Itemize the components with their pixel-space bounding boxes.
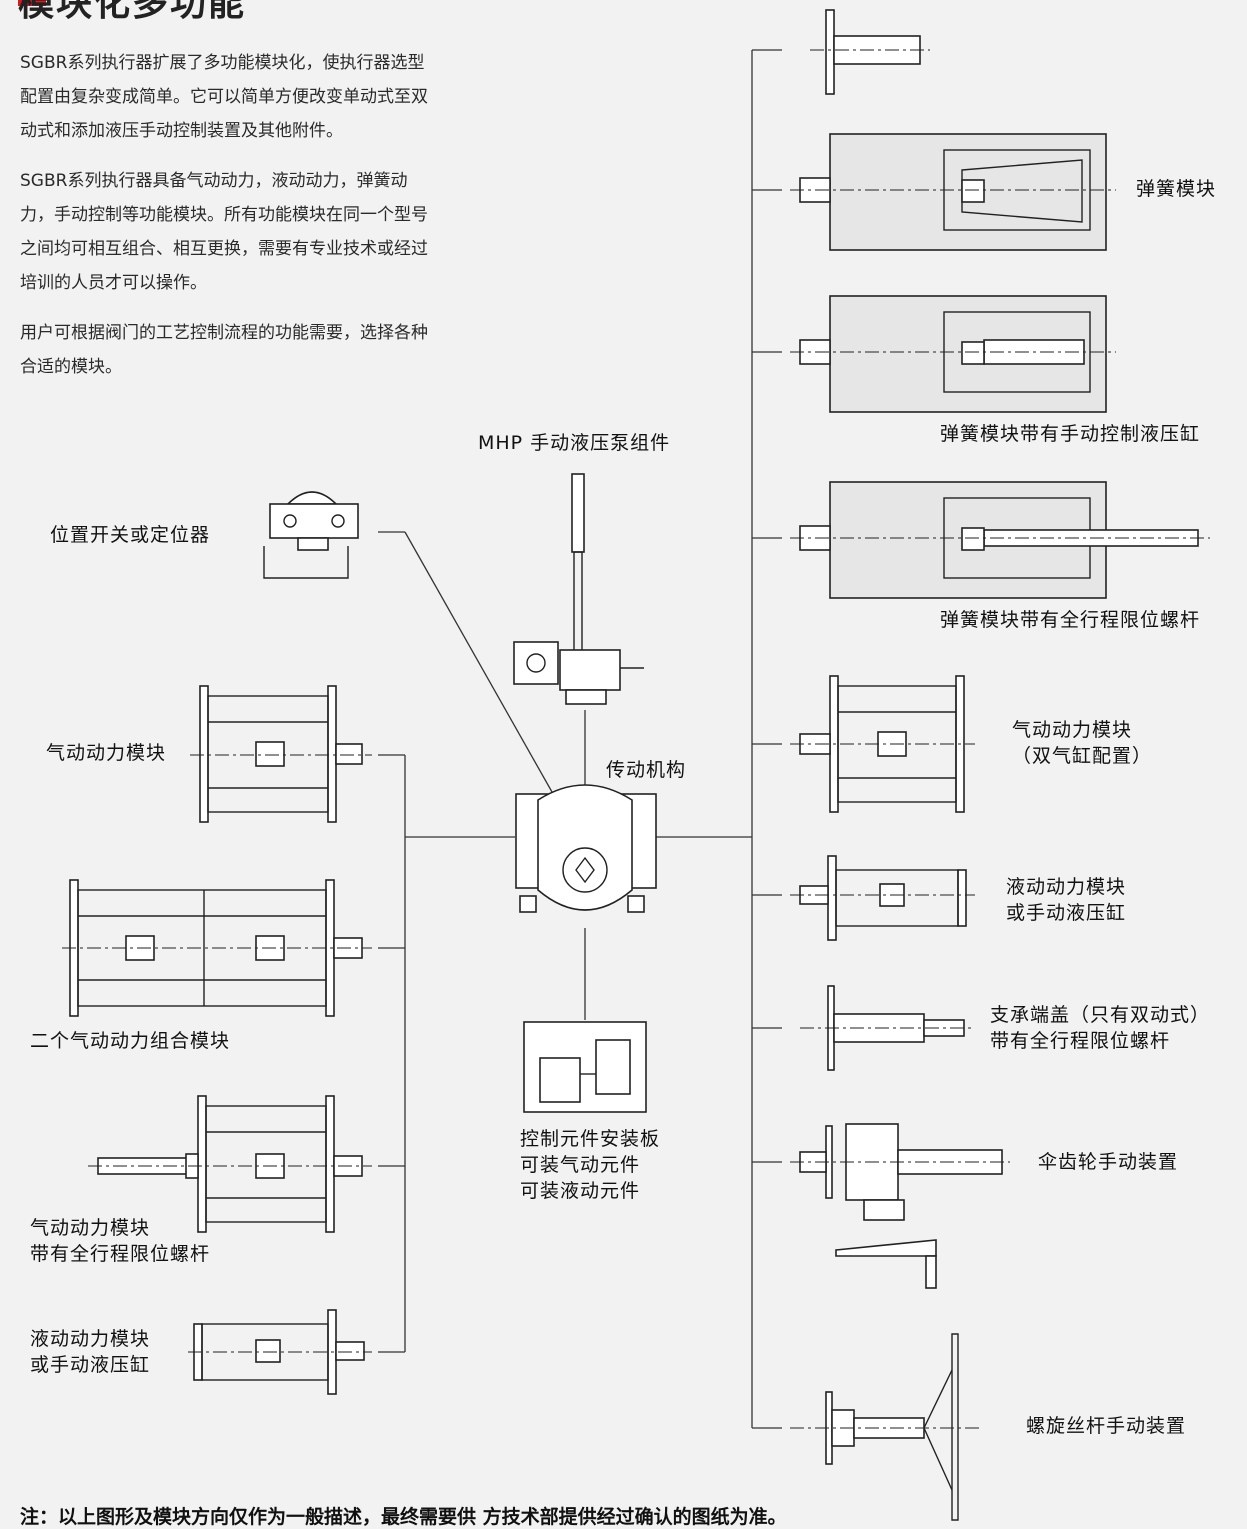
shaft-drawing bbox=[810, 9, 930, 95]
spring-module-drawing bbox=[790, 133, 1116, 251]
page-title: 模块化多功能 bbox=[18, 0, 247, 24]
title-accent-bar bbox=[18, 0, 46, 6]
mhp-pump-drawing bbox=[513, 473, 644, 705]
intro-paragraph-2: SGBR系列执行器具备气动动力，液动动力，弹簧动力，手动控制等功能模块。所有功能… bbox=[20, 171, 428, 293]
label-worm-screw: 螺旋丝杆手动装置 bbox=[1026, 1415, 1187, 1437]
left-hydraulic-module-drawing bbox=[188, 1309, 372, 1395]
label-mhp-pump: MHP 手动液压泵组件 bbox=[478, 432, 671, 454]
dual-cylinder-module-drawing bbox=[790, 675, 975, 813]
label-right-hydraulic-1: 液动动力模块 bbox=[1006, 876, 1127, 898]
intro-paragraph-1: SGBR系列执行器扩展了多功能模块化，使执行器选型配置由复杂变成简单。它可以简单… bbox=[20, 53, 428, 141]
label-left-hydraulic-1: 液动动力模块 bbox=[30, 1328, 151, 1350]
label-end-cap-2: 带有全行程限位螺杆 bbox=[990, 1030, 1171, 1052]
end-cap-drawing bbox=[800, 985, 975, 1071]
label-control-panel-1: 控制元件安装板 bbox=[520, 1128, 661, 1150]
bevel-gear-drawing bbox=[790, 1123, 1010, 1289]
connector-lines bbox=[378, 49, 782, 1429]
label-end-cap-1: 支承端盖（只有双动式） bbox=[990, 1004, 1211, 1026]
pneumatic-module-drawing bbox=[190, 685, 372, 823]
position-switch-drawing bbox=[263, 491, 359, 579]
label-bevel-gear: 伞齿轮手动装置 bbox=[1038, 1151, 1179, 1173]
label-drive-mechanism: 传动机构 bbox=[606, 759, 687, 781]
label-right-hydraulic-2: 或手动液压缸 bbox=[1006, 902, 1127, 924]
spring-limit-module-drawing bbox=[790, 481, 1210, 599]
label-position-switch: 位置开关或定位器 bbox=[50, 524, 211, 546]
pneumatic-limit-module-drawing bbox=[88, 1095, 372, 1233]
label-double-pneumatic: 二个气动动力组合模块 bbox=[30, 1030, 231, 1052]
label-control-panel-2: 可装气动元件 bbox=[520, 1154, 641, 1176]
worm-screw-drawing bbox=[790, 1333, 980, 1521]
control-panel-drawing bbox=[523, 1021, 647, 1113]
label-dual-cylinder-2: （双气缸配置） bbox=[1012, 745, 1153, 767]
label-pneumatic-limit-2: 带有全行程限位螺杆 bbox=[30, 1243, 211, 1265]
hydraulic-module-drawing bbox=[790, 855, 975, 941]
label-spring-hydraulic: 弹簧模块带有手动控制液压缸 bbox=[940, 423, 1201, 445]
label-left-hydraulic-2: 或手动液压缸 bbox=[30, 1354, 151, 1376]
double-pneumatic-module-drawing bbox=[62, 879, 372, 1017]
footnote: 注：以上图形及模块方向仅作为一般描述，最终需要供 方技术部提供经过确认的图纸为准… bbox=[20, 1506, 787, 1528]
label-control-panel-3: 可装液动元件 bbox=[520, 1180, 641, 1202]
label-dual-cylinder-1: 气动动力模块 bbox=[1012, 719, 1133, 741]
spring-hydraulic-module-drawing bbox=[790, 295, 1116, 413]
label-spring-limit: 弹簧模块带有全行程限位螺杆 bbox=[940, 609, 1201, 631]
label-pneumatic-module: 气动动力模块 bbox=[46, 742, 167, 764]
label-spring-module: 弹簧模块 bbox=[1136, 178, 1217, 200]
intro-paragraph-3: 用户可根据阀门的工艺控制流程的功能需要，选择各种合适的模块。 bbox=[20, 323, 428, 377]
label-pneumatic-limit-1: 气动动力模块 bbox=[30, 1217, 151, 1239]
drive-mechanism-drawing bbox=[515, 784, 657, 913]
